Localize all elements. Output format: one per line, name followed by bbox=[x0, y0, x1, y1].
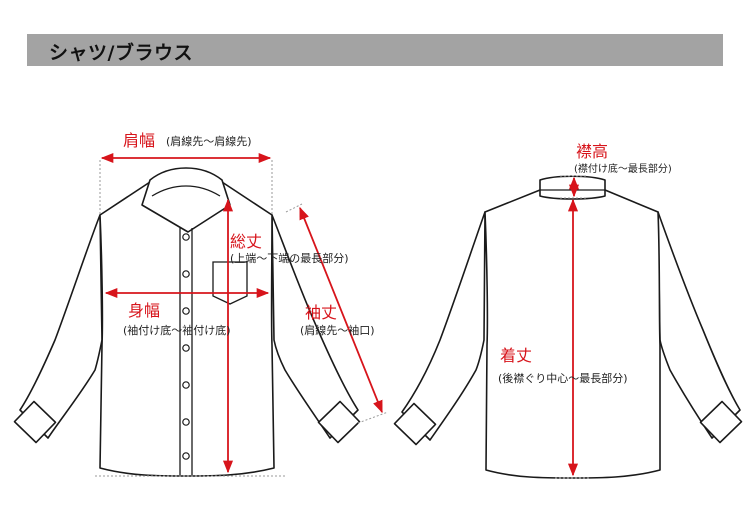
shoulder-width-note: (肩線先〜肩線先) bbox=[166, 134, 252, 148]
total-length-note: (上端〜下端の最長部分) bbox=[230, 251, 349, 265]
back-left-cuff bbox=[393, 402, 437, 446]
section-title: シャツ/ブラウス bbox=[49, 42, 193, 64]
front-collar bbox=[141, 167, 231, 233]
length-note: (後襟ぐり中心〜最長部分) bbox=[498, 371, 628, 385]
sleeve-length-label: 袖丈 bbox=[305, 303, 337, 322]
length-label: 着丈 bbox=[500, 346, 532, 365]
body-width-note: (袖付け底〜袖付け底) bbox=[123, 323, 231, 337]
sleeve-length-arrow bbox=[299, 206, 383, 414]
body-width-label: 身幅 bbox=[128, 301, 160, 320]
front-shirt bbox=[13, 167, 361, 477]
front-left-cuff bbox=[13, 400, 57, 444]
section-header: シャツ/ブラウス bbox=[27, 34, 723, 66]
back-left-sleeve bbox=[401, 211, 486, 441]
front-left-sleeve bbox=[19, 214, 103, 439]
back-shirt bbox=[393, 175, 743, 479]
back-right-sleeve bbox=[657, 211, 741, 439]
collar-height-label: 襟高 bbox=[576, 142, 608, 161]
collar-height-note: (襟付け底〜最長部分) bbox=[574, 162, 672, 175]
back-collar bbox=[539, 175, 606, 200]
back-right-cuff bbox=[699, 400, 743, 444]
sleeve-length-note: (肩線先〜袖口) bbox=[300, 323, 375, 337]
shoulder-width-label: 肩幅 bbox=[123, 131, 155, 150]
total-length-label: 総丈 bbox=[230, 232, 262, 251]
